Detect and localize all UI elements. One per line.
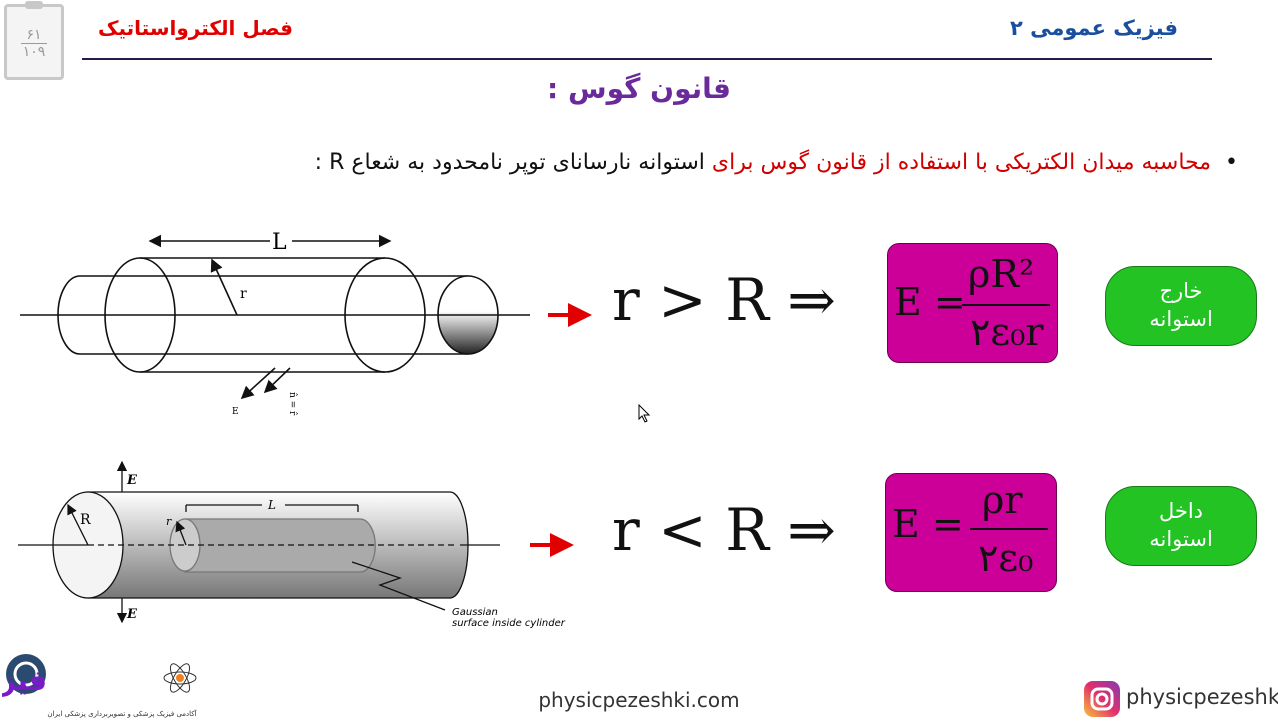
big-radius-label: R: [80, 512, 91, 528]
formula-numerator: ρr: [982, 478, 1023, 522]
clipboard-clip-icon: [25, 1, 43, 9]
field-label-bottom: E: [126, 607, 138, 622]
formula-lhs: E =: [894, 280, 966, 324]
formula-box-outside: E = ρR² ۲ε₀r: [887, 243, 1058, 363]
website-link[interactable]: physicpezeshki.com: [538, 688, 740, 712]
field-label-top: E: [126, 473, 138, 488]
page-current: ۶۱: [21, 27, 47, 44]
caption-line1: Gaussian: [452, 607, 498, 618]
formula-lhs: E =: [892, 502, 964, 546]
label-outside: خارج استوانه: [1105, 266, 1257, 346]
fraction-bar: [970, 528, 1048, 530]
inside-cylinder-diagram: R r L E E Gaussian surface inside cylind…: [18, 460, 574, 629]
condition-outside: r > R ⇒: [612, 266, 836, 334]
small-radius-label: r: [166, 515, 172, 528]
caption-line2: surface inside cylinder: [452, 618, 566, 629]
label-line2: استوانه: [1149, 527, 1213, 551]
instagram-icon: [1084, 681, 1120, 717]
length-label: L: [267, 498, 276, 512]
fraction-bar: [962, 304, 1050, 306]
course-title: فیزیک عمومی ۲: [1009, 16, 1178, 40]
atom-icon: [163, 663, 197, 693]
page-total: ۱۰۹: [22, 44, 46, 60]
logo-circle-icon: [6, 654, 46, 694]
label-inside: داخل استوانه: [1105, 486, 1257, 566]
chapter-title: فصل الکترواستاتیک: [98, 16, 293, 40]
bullet-part1: محاسبه میدان الکتریکی با استفاده از: [874, 150, 1212, 175]
formula-numerator: ρR²: [968, 252, 1035, 296]
slide-title: قانون گوس :: [547, 72, 731, 105]
radius-label: r: [240, 286, 247, 302]
condition-inside: r < R ⇒: [612, 496, 836, 564]
formula-denominator: ۲ε₀r: [970, 310, 1044, 354]
formula-denominator: ۲ε₀: [978, 536, 1034, 580]
logo-text: فیزیک پزشکی: [2, 664, 47, 697]
normal-label: n̂ = r̂: [287, 392, 298, 416]
label-line1: داخل: [1158, 499, 1204, 523]
logo: فیزیک پزشکی آکادمی فیزیک پزشکی و تصویربر…: [0, 650, 202, 720]
outside-cylinder-diagram: L r n̂ = r̂ E: [20, 230, 592, 417]
bullet-dot: •: [1211, 150, 1238, 175]
label-line2: استوانه: [1149, 307, 1213, 331]
header-divider: [82, 58, 1212, 60]
formula-box-inside: E = ρr ۲ε₀: [885, 473, 1057, 592]
label-line1: خارج: [1159, 279, 1203, 303]
page-counter: ۶۱ ۱۰۹: [4, 1, 64, 80]
bullet-text: • محاسبه میدان الکتریکی با استفاده از قا…: [315, 150, 1238, 175]
instagram-handle[interactable]: physicpezeshki: [1126, 685, 1278, 709]
logo-subtext: آکادمی فیزیک پزشکی و تصویربرداری پزشکی ا…: [47, 709, 197, 718]
bullet-part3: استوانه نارسانای توپر نامحدود به شعاع R …: [314, 150, 705, 175]
field-label: E: [232, 407, 239, 417]
bullet-part2: قانون گوس برای: [711, 150, 868, 175]
mouse-cursor-icon: [638, 404, 651, 423]
length-label: L: [272, 230, 287, 255]
